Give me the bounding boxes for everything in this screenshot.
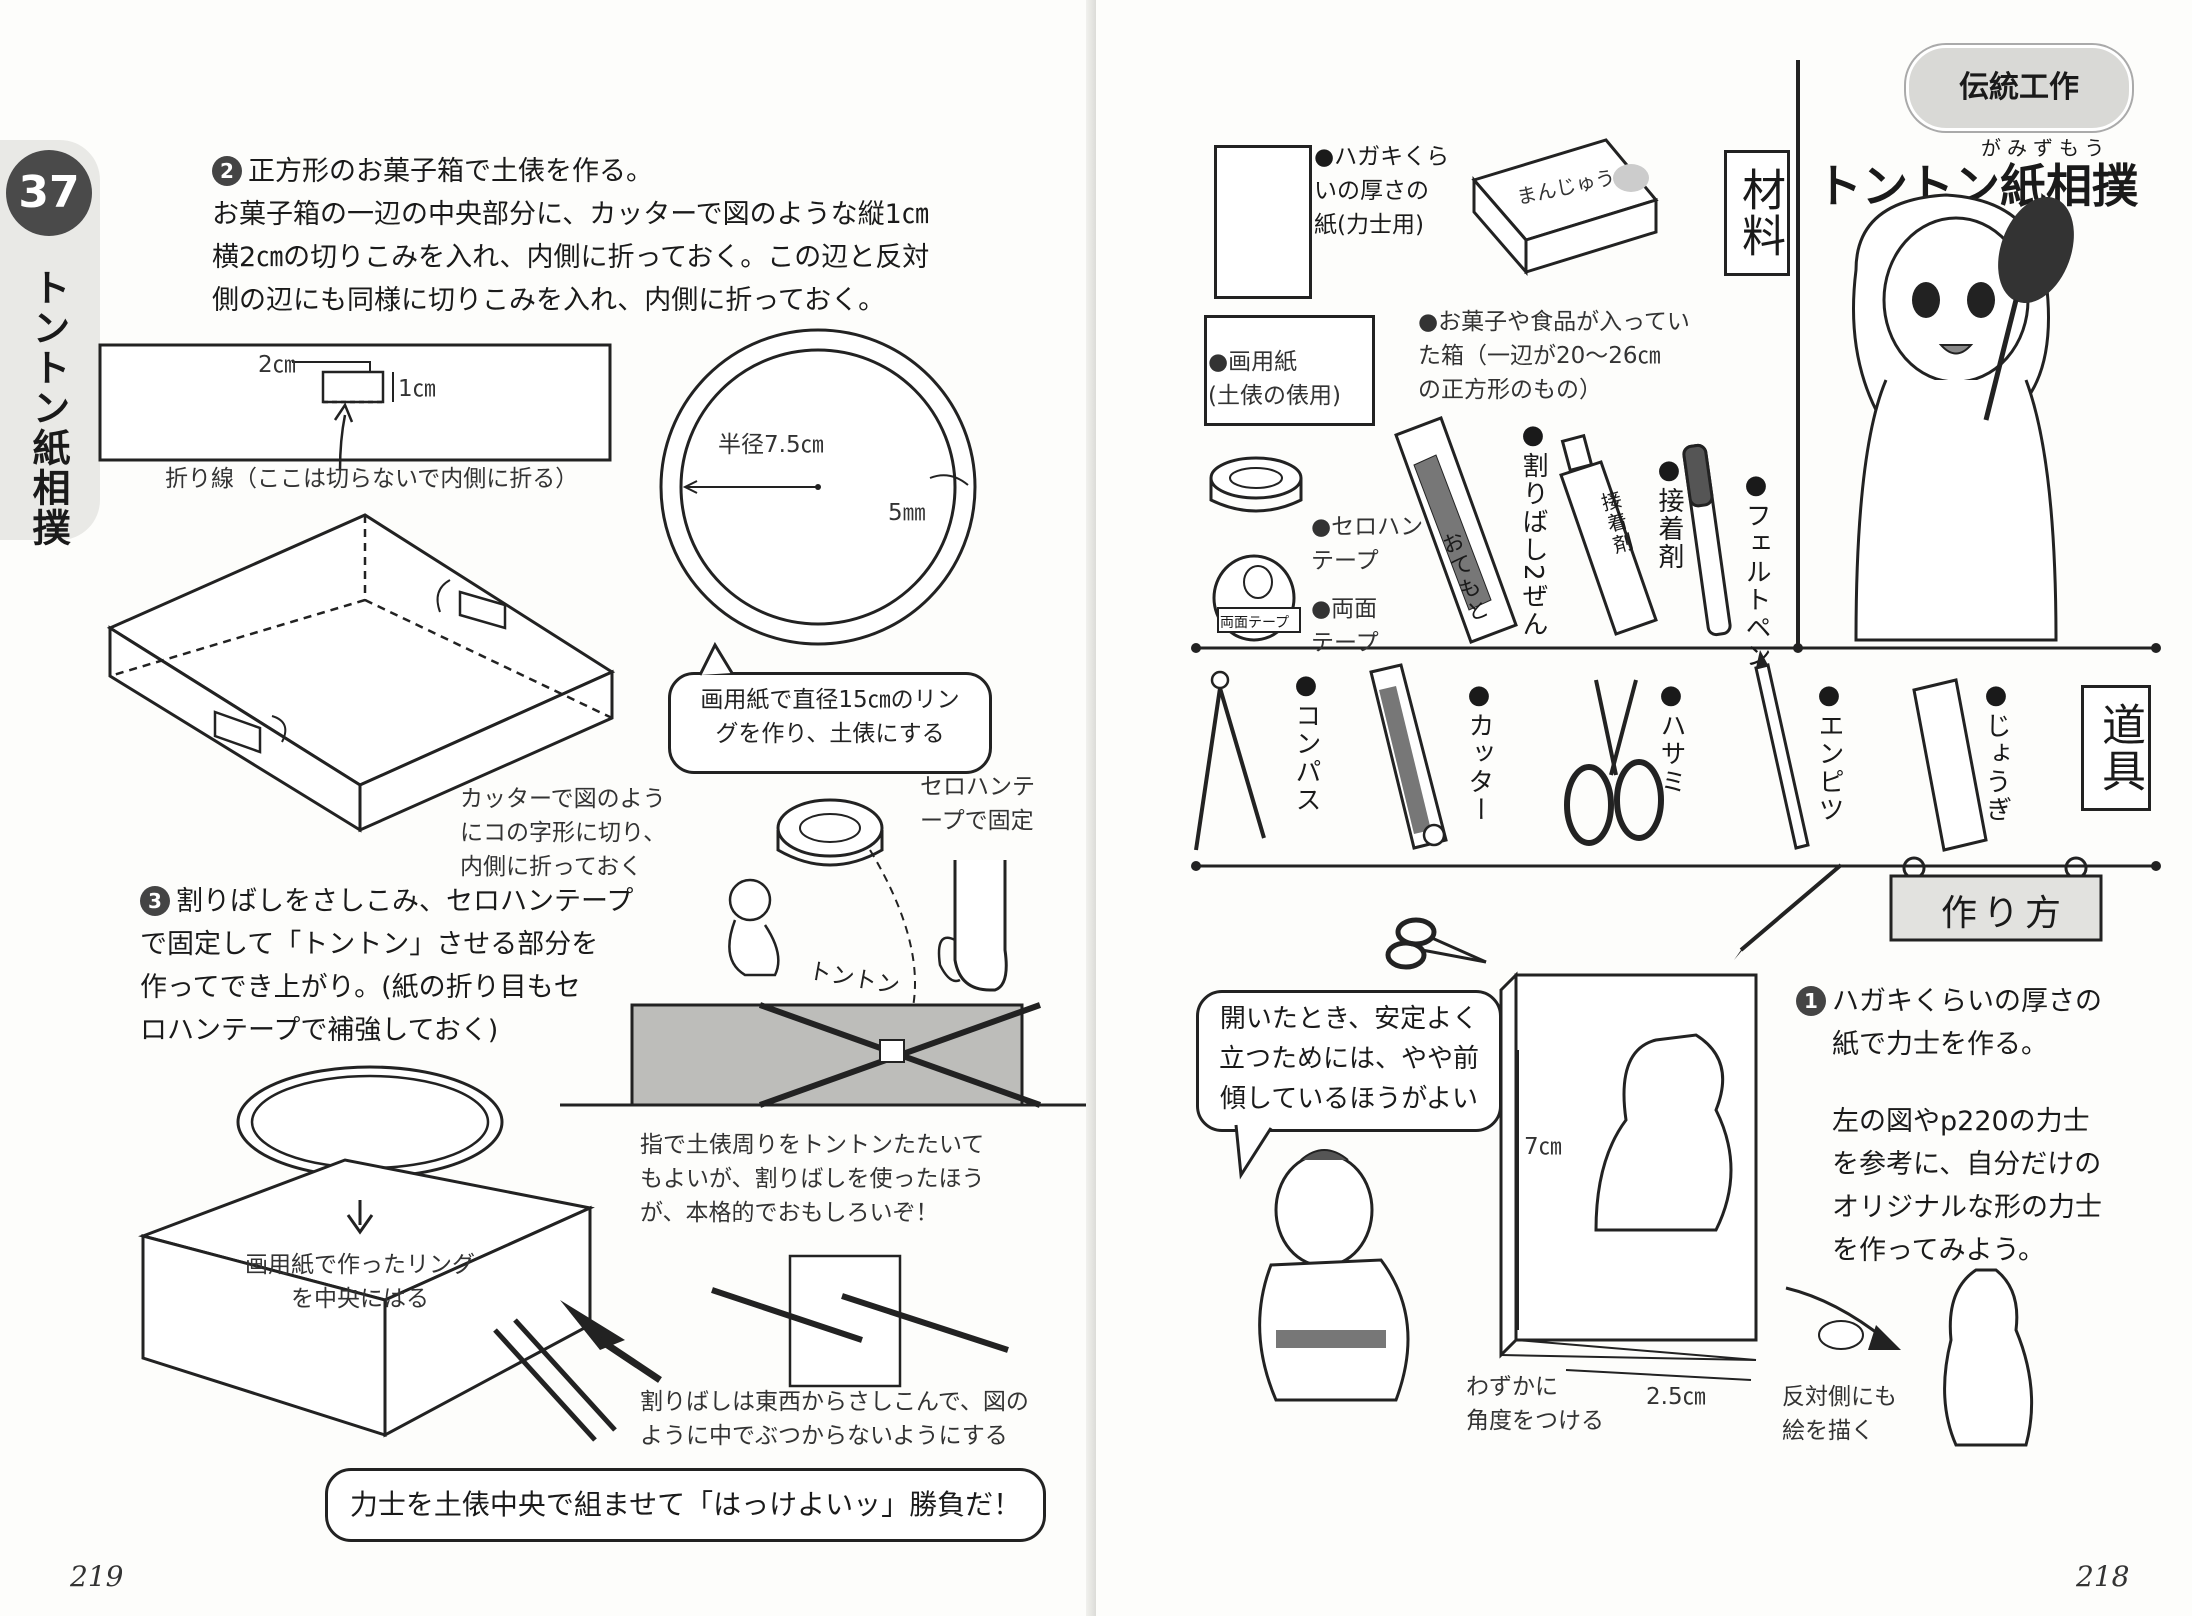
height-label: 7㎝: [1524, 1134, 1562, 1160]
materials-label: 材料: [1724, 150, 1790, 276]
material-chopsticks-label: ●割りばし2ぜん: [1518, 420, 1548, 639]
doubletape-label: 両面テープ: [1220, 615, 1290, 631]
step1-number: 1: [1796, 986, 1826, 1016]
ring-radius-label: 半径7.5㎝: [718, 432, 824, 458]
ring-on-box-diagram: [138, 1065, 662, 1442]
tool-cutter-label: ●カッター: [1464, 680, 1494, 824]
chopstick-wrapper-icon: [1394, 416, 1518, 644]
ring-diagram: [659, 328, 977, 646]
howto-sign: [1889, 856, 2103, 942]
box-caption: カッターで図のよう にコの字形に切り、 内側に折っておく: [460, 786, 667, 880]
glue-tube-icon: [1559, 433, 1658, 636]
backside-illustration: [1785, 1268, 2034, 1447]
page-rules: [1191, 60, 2161, 871]
small-scissors-icon: [1385, 917, 1487, 970]
page-number-left: 219: [70, 1560, 124, 1593]
finger-icon: [937, 860, 1008, 992]
material-doubletape-label: ●両面 テープ: [1311, 596, 1379, 656]
felt-pen-icon: [1682, 443, 1732, 637]
step2-number: 2: [212, 156, 242, 186]
material-sheet-card: [1204, 315, 1375, 426]
ring-bubble: 画用紙で直径15㎝のリン グを作り、土俵にする: [668, 672, 992, 774]
folded-card-diagram: [1499, 863, 1843, 1381]
bottom-bubble: 力士を土俵中央で組ませて「はっけよいッ」勝負だ！: [325, 1468, 1046, 1542]
howto-label: 作り方: [1941, 893, 2068, 934]
material-paper-card: [1214, 145, 1312, 299]
ring-center-caption: 画用紙で作ったリング を中央にはる: [245, 1252, 475, 1312]
doubletape-icon: [1212, 554, 1301, 642]
tonton-scene: [560, 878, 1090, 1108]
strip-diagram: [98, 343, 612, 471]
tape-illustration: [776, 798, 916, 1021]
tool-scissors-label: ●ハサミ: [1656, 680, 1686, 796]
girl-illustration: [1852, 193, 2074, 642]
sumo-wrestler-illustration: [1258, 1149, 1410, 1402]
chopstick-diagram: [711, 1254, 1009, 1388]
material-sheet-label: ●画用紙 (土俵の俵用): [1208, 349, 1341, 409]
ring-width-label: 5㎜: [888, 500, 926, 526]
chopstick-caption: 割りばしは東西からさしこんで、図の ように中でぶつからないようにする: [640, 1389, 1029, 1449]
material-cellotape-label: ●セロハン テープ: [1311, 514, 1424, 574]
strip-width-label: 2㎝: [258, 352, 296, 378]
chapter-tab-title: トントン紙相撲: [26, 268, 70, 548]
material-paper-label: ●ハガキくら いの厚さの 紙(力士用): [1314, 144, 1450, 238]
page-number-right: 218: [2076, 1560, 2130, 1593]
width-label: 2.5㎝: [1646, 1384, 1706, 1410]
ring-bubble-tail: [698, 641, 734, 676]
chapter-number-badge: 37: [6, 150, 92, 236]
tool-ruler-label: ●じょうぎ: [1981, 680, 2011, 824]
tools-icons: [1194, 650, 1988, 852]
step3-number: 3: [140, 886, 170, 916]
cellotape-icon: [1209, 456, 1303, 513]
stability-bubble-tail: [1234, 1124, 1273, 1180]
strip-height-label: 1㎝: [398, 376, 436, 402]
box-diagram: [106, 513, 616, 833]
tool-pencil-label: ●エンピツ: [1814, 680, 1844, 824]
step1-text-extra: 左の図やp220の力士 を参考に、自分だけの オリジナルな形の力士 を作ってみよ…: [1832, 1106, 2102, 1266]
angle-caption: わずかに 角度をつける: [1466, 1374, 1604, 1434]
tools-label: 道具: [2081, 685, 2151, 811]
material-glue-label: ●接着剤: [1654, 455, 1684, 571]
backside-caption: 反対側にも 絵を描く: [1782, 1384, 1897, 1444]
fold-line-caption: 折り線（ここは切らないで内側に折る）: [165, 466, 579, 492]
stability-bubble: 開いたとき、安定よく 立つためには、やや前 傾しているほうがよい: [1196, 990, 1502, 1132]
title-ruby: がみずもう: [1981, 136, 2111, 160]
right-page: 伝統工作 がみずもう トントン紙相撲 材料 ●ハガキくら いの厚さの 紙(力士用…: [1096, 0, 2192, 1616]
finger-caption: 指で土俵周りをトントンたたいて もよいが、割りばしを使ったほう が、本格的でおも…: [640, 1132, 985, 1226]
material-box-label: ●お菓子や食品が入ってい た箱（一辺が20～26㎝ の正方形のもの）: [1418, 309, 1690, 403]
manju-box-icon: [1471, 138, 1659, 277]
material-pen-label: ●フェルトペン: [1741, 470, 1771, 670]
tape-caption: セロハンテ ープで固定: [920, 774, 1035, 834]
tool-compass-label: ●コンパス: [1291, 670, 1321, 814]
category-badge: 伝統工作: [1906, 45, 2132, 131]
